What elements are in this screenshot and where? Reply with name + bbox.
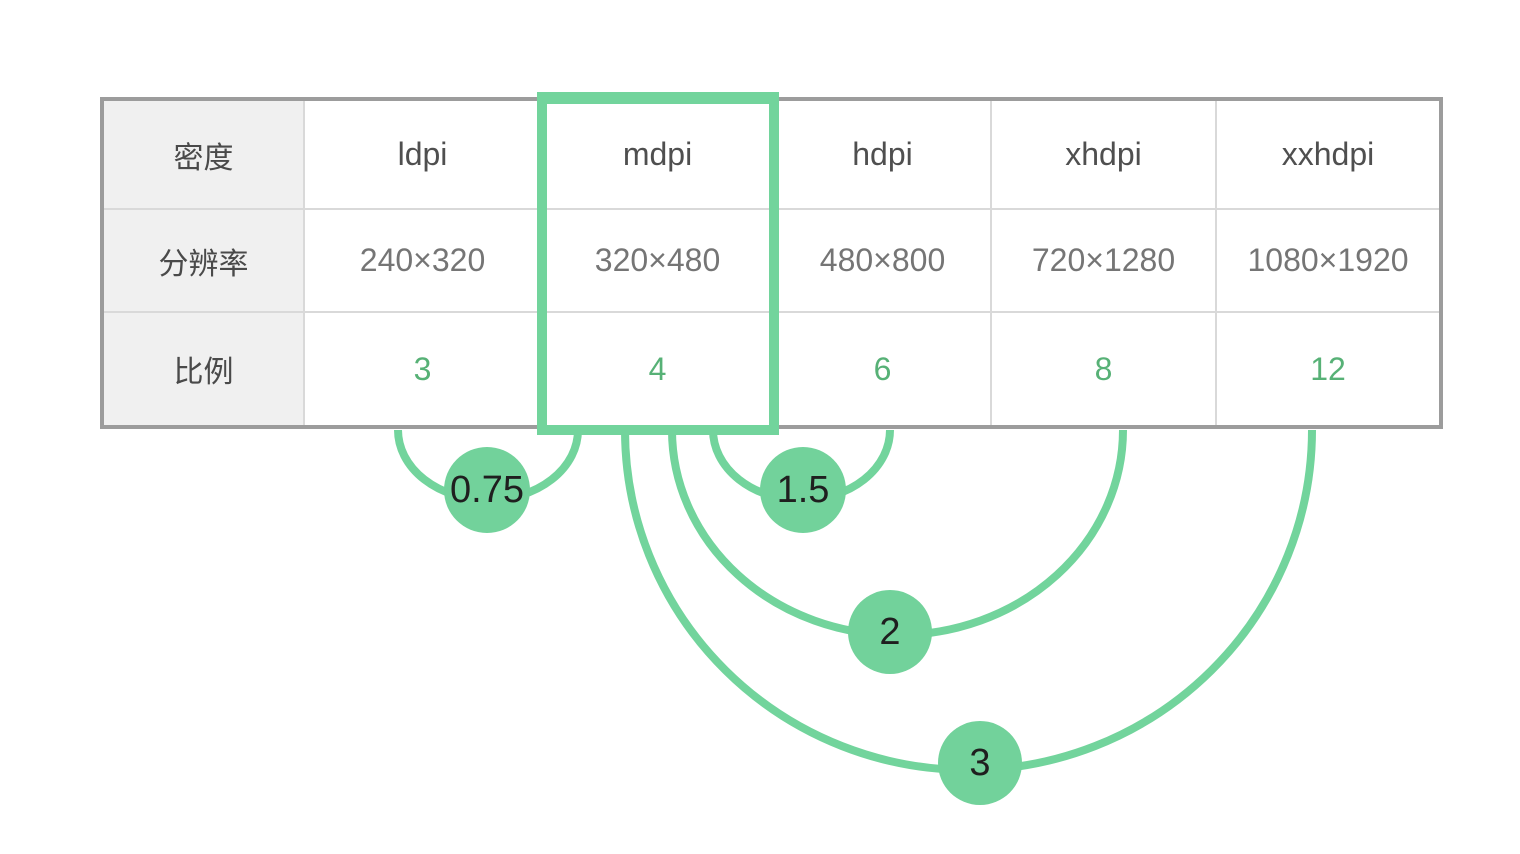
row-label-density: 密度 bbox=[104, 101, 305, 210]
cell-ratio-xhdpi: 8 bbox=[992, 313, 1217, 425]
cell-density-mdpi: mdpi bbox=[542, 101, 775, 210]
scale-badge-label: 3 bbox=[969, 742, 990, 784]
scale-arc-mdpi-to-ldpi bbox=[394, 429, 582, 504]
cell-density-xhdpi: xhdpi bbox=[992, 101, 1217, 210]
scale-badge-label: 2 bbox=[879, 611, 900, 653]
scale-badge-label: 1.5 bbox=[777, 469, 830, 511]
cell-resolution-hdpi: 480×800 bbox=[775, 210, 992, 313]
cell-resolution-ldpi: 240×320 bbox=[305, 210, 542, 313]
scale-badge-2 bbox=[848, 590, 932, 674]
row-label-ratio: 比例 bbox=[104, 313, 305, 425]
scale-badge-label: 0.75 bbox=[450, 469, 524, 511]
cell-resolution-xxhdpi: 1080×1920 bbox=[1217, 210, 1439, 313]
density-table: 密度 ldpi mdpi hdpi xhdpi xxhdpi 分辨率 240×3… bbox=[100, 97, 1443, 429]
scale-arc-mdpi-to-hdpi bbox=[709, 429, 894, 504]
cell-resolution-xhdpi: 720×1280 bbox=[992, 210, 1217, 313]
cell-ratio-xxhdpi: 12 bbox=[1310, 350, 1346, 387]
scale-badge-1.5 bbox=[760, 447, 846, 533]
cell-resolution-mdpi: 320×480 bbox=[542, 210, 775, 313]
cell-density-ldpi: ldpi bbox=[305, 101, 542, 210]
cell-ratio-ldpi: 3 bbox=[305, 313, 542, 425]
scale-arc-mdpi-to-xxhdpi bbox=[621, 429, 1316, 774]
cell-ratio-mdpi: 4 bbox=[542, 313, 775, 425]
cell-density-hdpi: hdpi bbox=[775, 101, 992, 210]
cell-density-xxhdpi: xxhdpi bbox=[1217, 101, 1439, 210]
row-label-resolution: 分辨率 bbox=[104, 210, 305, 313]
scale-badge-3 bbox=[938, 721, 1022, 805]
scale-badge-0.75 bbox=[444, 447, 530, 533]
scale-arc-mdpi-to-xhdpi bbox=[668, 429, 1127, 639]
cell-ratio-hdpi: 6 bbox=[775, 313, 992, 425]
